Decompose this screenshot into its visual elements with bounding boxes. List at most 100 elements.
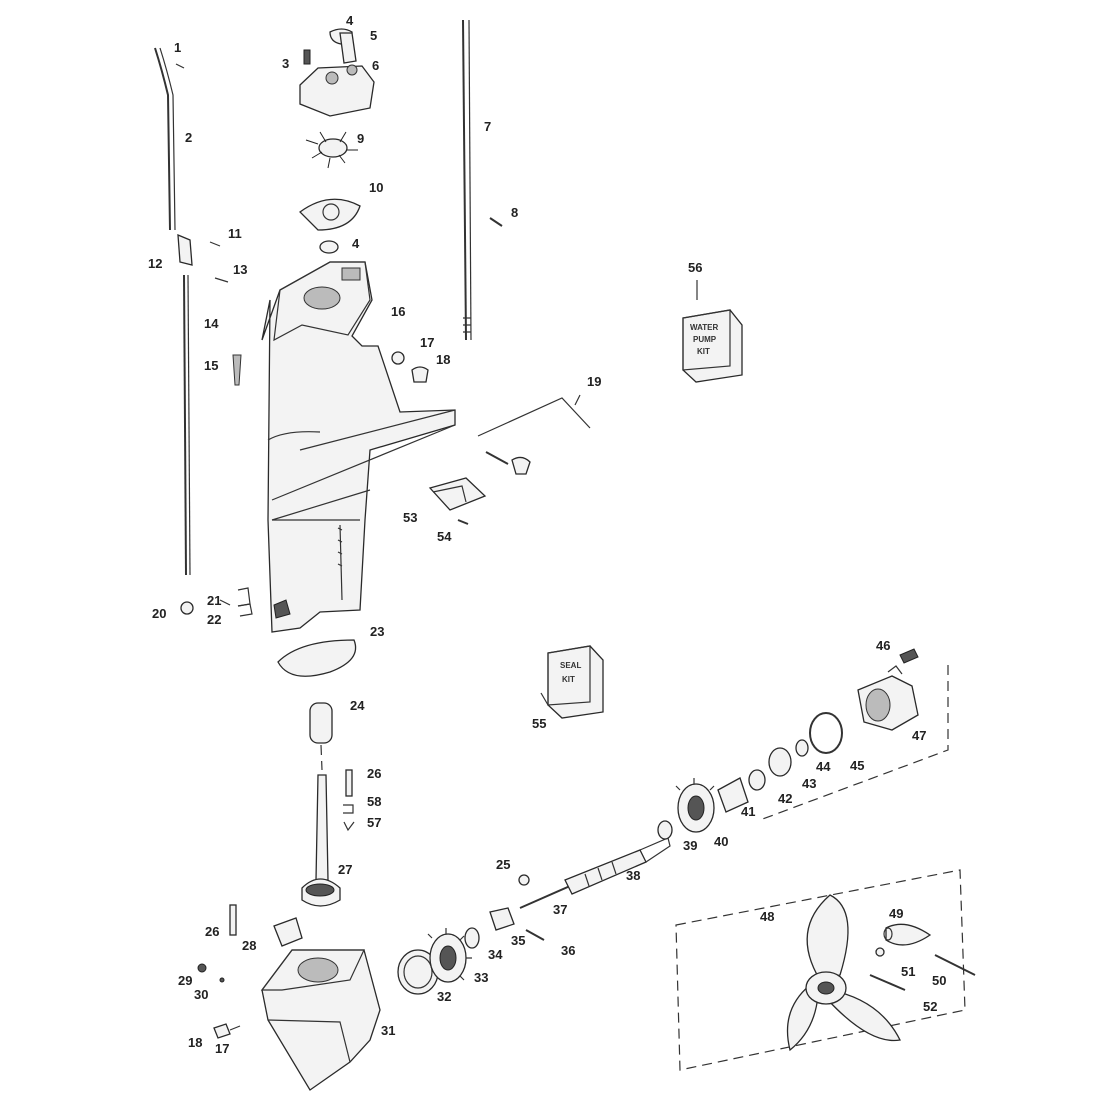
driveshaft-stud-7: [462, 19, 467, 341]
impeller-9: [305, 131, 358, 169]
clip-21: [237, 587, 251, 607]
callout-46: 46: [876, 638, 890, 653]
callout-18a: 18: [436, 352, 450, 367]
callout-27: 27: [338, 862, 352, 877]
callout-1: 1: [174, 40, 181, 55]
screw-18: [411, 366, 429, 383]
callout-29: 29: [178, 973, 192, 988]
driveshaft-27: [301, 774, 341, 907]
callout-26b: 26: [205, 924, 219, 939]
callout-13: 13: [233, 262, 247, 277]
pin-26b: [229, 904, 237, 936]
shift-connector: [177, 233, 193, 266]
nut-25: [518, 874, 530, 886]
callout-11: 11: [228, 226, 242, 241]
callout-17b: 17: [215, 1041, 229, 1056]
screw-46: [899, 648, 919, 664]
seal-kit-label-line1: SEAL: [560, 661, 581, 670]
washer-42: [748, 769, 766, 791]
callout-26a: 26: [367, 766, 381, 781]
callout-22: 22: [207, 612, 221, 627]
pin-26a: [345, 769, 353, 797]
anode-53: [428, 477, 487, 511]
callout-43: 43: [802, 776, 816, 791]
callout-17a: 17: [420, 335, 434, 350]
callout-7: 7: [484, 119, 491, 134]
sleeve-24: [309, 702, 333, 744]
callout-38: 38: [626, 868, 640, 883]
callout-37: 37: [553, 902, 567, 917]
pin-8: [489, 217, 503, 227]
callout-3: 3: [282, 56, 289, 71]
plate-10: [299, 198, 361, 231]
carrier-47: [857, 665, 919, 731]
driveshaft-housing-16: [261, 261, 456, 633]
callout-30: 30: [194, 987, 208, 1002]
clutch-35: [489, 907, 515, 931]
clip-22: [237, 603, 253, 617]
seal-kit-label-line2: KIT: [562, 675, 575, 684]
callout-44: 44: [816, 759, 831, 774]
prop-frame: [675, 869, 966, 1071]
callout-58: 58: [367, 794, 381, 809]
callout-14: 14: [204, 316, 219, 331]
washer-34: [464, 927, 480, 949]
prop-shaft-38: [564, 837, 671, 895]
seal-44: [795, 739, 809, 757]
propeller-48: [786, 894, 901, 1052]
pump-kit-label-line2: PUMP: [693, 335, 717, 344]
callout-51: 51: [901, 964, 915, 979]
shaft-frame: [759, 665, 949, 821]
callout-32: 32: [437, 989, 451, 1004]
callout-10: 10: [369, 180, 383, 195]
gearcase-31: [260, 949, 381, 1091]
callout-23: 23: [370, 624, 384, 639]
callout-31: 31: [381, 1023, 395, 1038]
bracket-19: [477, 397, 591, 437]
pump-kit-label-line3: KIT: [697, 347, 710, 356]
callout-40: 40: [714, 834, 728, 849]
gear-33: [427, 928, 472, 983]
callout-16: 16: [391, 304, 405, 319]
callout-2: 2: [185, 130, 192, 145]
pin-52: [869, 974, 906, 991]
callout-47: 47: [912, 728, 926, 743]
screw-15: [232, 354, 242, 386]
callout-36: 36: [561, 943, 575, 958]
callout-8: 8: [511, 205, 518, 220]
bearing-41: [717, 777, 749, 813]
thrust-43: [768, 747, 792, 777]
callout-41: 41: [741, 804, 755, 819]
screw-3: [303, 49, 311, 65]
shift-rod-upper: [154, 47, 171, 231]
pump-kit-label-line1: WATER: [690, 323, 719, 332]
clip-58: [343, 804, 354, 814]
nut-20: [180, 601, 194, 615]
callout-50: 50: [932, 973, 946, 988]
callout-34: 34: [488, 947, 503, 962]
callout-57: 57: [367, 815, 381, 830]
ball-29: [197, 963, 207, 973]
pin-50: [934, 954, 976, 976]
washer-17: [391, 351, 405, 365]
callout-53: 53: [403, 510, 417, 525]
callout-45: 45: [850, 758, 864, 773]
callout-42: 42: [778, 791, 792, 806]
callout-12: 12: [148, 256, 162, 271]
cone-49: [885, 923, 932, 946]
callout-55: 55: [532, 716, 546, 731]
callout-20: 20: [152, 606, 166, 621]
callout-4b: 4: [352, 236, 360, 251]
part-drawings: SEAL KIT WATER PUMP KIT: [154, 19, 976, 1091]
callout-25: 25: [496, 857, 510, 872]
shift-rod-lower: [183, 274, 187, 576]
callout-48: 48: [760, 909, 774, 924]
callout-15: 15: [204, 358, 218, 373]
pump-housing-6: [299, 65, 375, 117]
callout-6: 6: [372, 58, 379, 73]
callout-9: 9: [357, 131, 364, 146]
callout-28: 28: [242, 938, 256, 953]
oring-45: [809, 712, 843, 754]
washer-39: [657, 820, 673, 840]
callout-18b: 18: [188, 1035, 202, 1050]
